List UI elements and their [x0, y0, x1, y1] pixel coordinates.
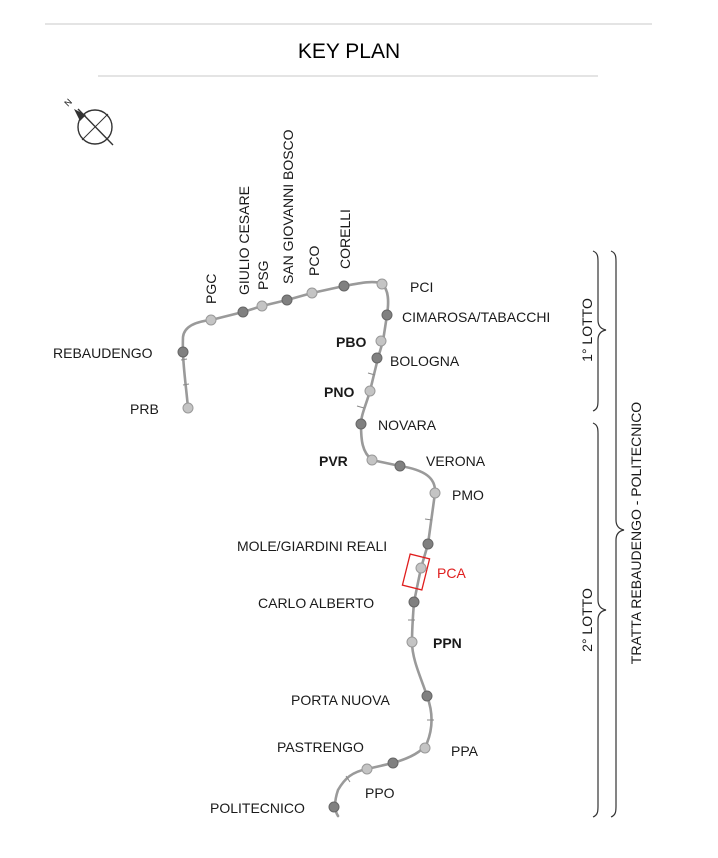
label-ppo: PPO: [365, 785, 395, 801]
station-marker-pci[interactable]: [376, 278, 388, 290]
bracket-tratta: [610, 250, 625, 818]
station-marker-pastrengo[interactable]: [387, 757, 399, 769]
station-marker-ppn[interactable]: [406, 636, 418, 648]
label-pastrengo: PASTRENGO: [277, 739, 364, 755]
station-marker-ppa[interactable]: [419, 742, 431, 754]
bracket-lotto-1: [592, 250, 607, 412]
station-marker-pgc[interactable]: [205, 314, 217, 326]
station-marker-psg[interactable]: [256, 300, 268, 312]
label-pmo: PMO: [452, 487, 484, 503]
label-psg: PSG: [255, 260, 271, 290]
station-marker-carlo-alberto[interactable]: [408, 596, 420, 608]
station-marker-giulio-cesare[interactable]: [237, 306, 249, 318]
station-marker-pbo[interactable]: [375, 335, 387, 347]
bracket-lotto-2: [592, 422, 607, 818]
label-pvr: PVR: [319, 453, 348, 469]
label-lotto-1: 1° LOTTO: [579, 298, 595, 362]
north-arrow-icon: N: [62, 97, 114, 146]
label-politecnico: POLITECNICO: [210, 800, 305, 816]
station-marker-pca[interactable]: [415, 562, 427, 574]
station-marker-porta-nuova[interactable]: [421, 690, 433, 702]
label-lotto-2: 2° LOTTO: [579, 588, 595, 652]
station-marker-corelli[interactable]: [338, 280, 350, 292]
station-marker-pno[interactable]: [364, 385, 376, 397]
label-tratta: TRATTA REBAUDENGO - POLITECNICO: [628, 402, 644, 665]
station-marker-pmo[interactable]: [429, 487, 441, 499]
north-letter: N: [62, 97, 74, 109]
label-mole-giardini-reali: MOLE/GIARDINI REALI: [237, 538, 387, 554]
label-ppn: PPN: [433, 635, 462, 651]
station-marker-san-giovanni-bosco[interactable]: [281, 294, 293, 306]
label-corelli: CORELLI: [337, 209, 353, 269]
label-pca: PCA: [437, 565, 466, 581]
station-marker-pco[interactable]: [306, 287, 318, 299]
station-marker-ppo[interactable]: [361, 763, 373, 775]
label-ppa: PPA: [451, 743, 479, 759]
station-marker-pvr[interactable]: [366, 454, 378, 466]
page-title: KEY PLAN: [298, 40, 400, 63]
label-carlo-alberto: CARLO ALBERTO: [258, 595, 374, 611]
label-verona: VERONA: [426, 453, 486, 469]
label-pco: PCO: [306, 246, 322, 276]
label-giulio-cesare: GIULIO CESARE: [236, 186, 252, 295]
station-marker-novara[interactable]: [355, 418, 367, 430]
station-marker-rebaudengo[interactable]: [177, 346, 189, 358]
label-rebaudengo: REBAUDENGO: [53, 345, 153, 361]
station-markers: [177, 278, 441, 813]
label-pci: PCI: [410, 279, 433, 295]
label-san-giovanni-bosco: SAN GIOVANNI BOSCO: [280, 129, 296, 284]
station-marker-cimarosa-tabacchi[interactable]: [381, 309, 393, 321]
line-ticks: [180, 358, 434, 783]
station-marker-prb[interactable]: [182, 402, 194, 414]
station-marker-politecnico[interactable]: [328, 801, 340, 813]
label-pno: PNO: [324, 384, 354, 400]
station-marker-mole-giardini-reali[interactable]: [422, 538, 434, 550]
station-marker-verona[interactable]: [394, 460, 406, 472]
pca-highlight-box: [401, 553, 431, 591]
label-cimarosa-tabacchi: CIMAROSA/TABACCHI: [402, 309, 550, 325]
station-marker-bologna[interactable]: [371, 352, 383, 364]
label-porta-nuova: PORTA NUOVA: [291, 692, 390, 708]
label-bologna: BOLOGNA: [390, 353, 460, 369]
label-pgc: PGC: [203, 274, 219, 304]
label-prb: PRB: [130, 401, 159, 417]
label-pbo: PBO: [336, 334, 366, 350]
label-novara: NOVARA: [378, 417, 437, 433]
